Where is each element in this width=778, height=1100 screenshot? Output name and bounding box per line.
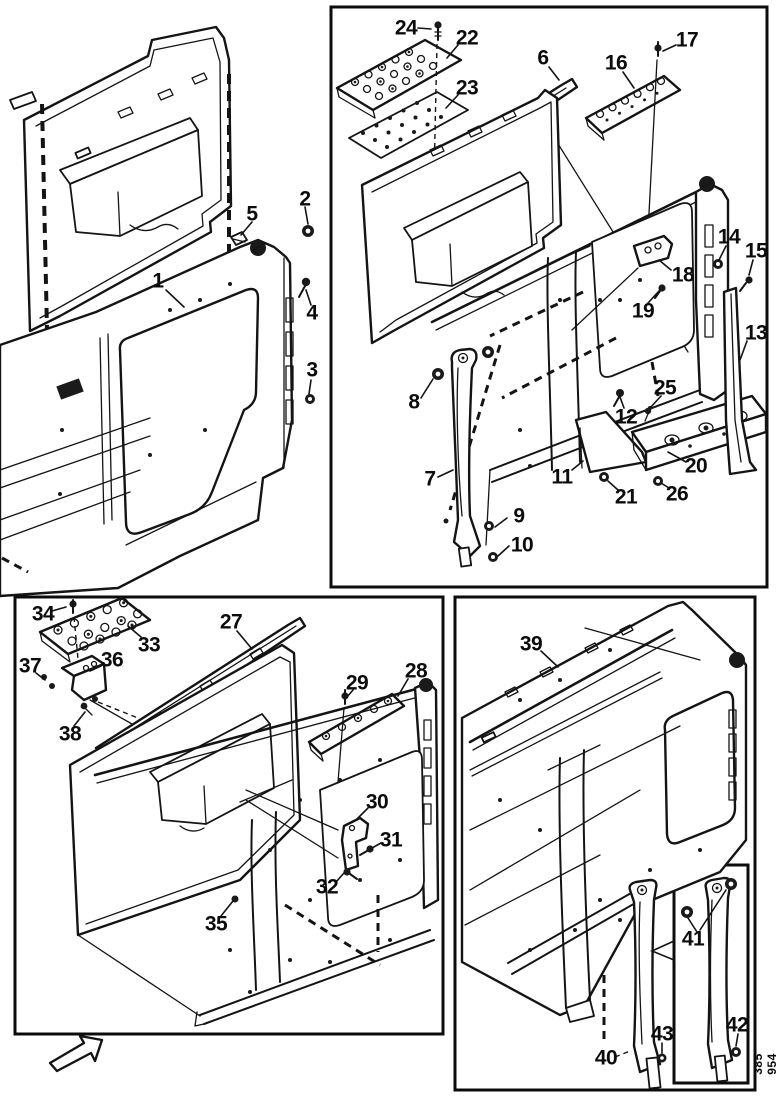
callout-5: 5 xyxy=(246,202,258,226)
inset-strut xyxy=(649,876,737,1083)
callout-30: 30 xyxy=(365,790,389,814)
frame-bottom-left-box xyxy=(13,595,445,1036)
callout-39: 39 xyxy=(519,632,543,656)
side-wall-39 xyxy=(460,600,748,1023)
bolt-12 xyxy=(613,389,624,407)
callout-3: 3 xyxy=(306,358,318,382)
nut-10 xyxy=(488,552,498,562)
callout-16: 16 xyxy=(604,51,628,75)
pillar-trim-13 xyxy=(722,286,758,476)
callout-18: 18 xyxy=(671,263,695,287)
callout-9: 9 xyxy=(513,504,525,528)
bottom-left-assembly xyxy=(35,596,440,1027)
nut-21 xyxy=(599,472,609,482)
bracket-30 xyxy=(245,789,370,872)
rivets-37 xyxy=(41,674,55,689)
perforated-plate-22 xyxy=(335,38,463,119)
callout-28: 28 xyxy=(404,659,428,683)
perforated-plate-33 xyxy=(38,596,152,663)
top-right-assembly xyxy=(335,21,768,568)
callout-27: 27 xyxy=(219,610,243,634)
nut-8 xyxy=(432,346,494,380)
clip-5 xyxy=(230,231,248,246)
nut-26 xyxy=(653,476,663,486)
nut-42 xyxy=(731,1047,741,1057)
callout-11: 11 xyxy=(551,465,573,489)
callout-24: 24 xyxy=(394,16,418,40)
drawing-number: 385 954 xyxy=(751,1053,778,1075)
callout-42: 42 xyxy=(725,1013,749,1037)
trim-panel-tr xyxy=(360,88,563,345)
bracket-strip-16 xyxy=(584,74,682,141)
screw-34 xyxy=(69,599,81,681)
callout-25: 25 xyxy=(653,376,677,400)
callout-17: 17 xyxy=(675,28,699,52)
bolt-19 xyxy=(654,284,666,299)
frame-top-right-box xyxy=(329,5,769,589)
callout-14: 14 xyxy=(717,225,741,249)
callout-38: 38 xyxy=(58,722,82,746)
callout-32: 32 xyxy=(315,875,339,899)
direction-arrow-icon xyxy=(48,1034,104,1073)
callout-15: 15 xyxy=(744,239,768,263)
callout-4: 4 xyxy=(306,301,318,325)
screw-15 xyxy=(739,276,753,292)
nut-14 xyxy=(713,259,723,269)
callout-26: 26 xyxy=(665,482,689,506)
callout-33: 33 xyxy=(137,633,161,657)
nut-43 xyxy=(657,1053,667,1063)
callout-29: 29 xyxy=(345,671,369,695)
callout-10: 10 xyxy=(510,533,534,557)
trim-panel-bl xyxy=(68,643,302,937)
nut-9 xyxy=(484,521,494,531)
callout-35: 35 xyxy=(204,912,228,936)
bottom-right-assembly xyxy=(460,600,748,1090)
top-left-assembly xyxy=(0,25,315,598)
side-frame-bl xyxy=(77,678,440,1027)
callout-43: 43 xyxy=(650,1022,674,1046)
callout-31: 31 xyxy=(379,828,403,852)
nut-3 xyxy=(305,394,315,404)
callout-2: 2 xyxy=(299,187,311,211)
callout-34: 34 xyxy=(31,602,55,626)
callout-13: 13 xyxy=(744,321,768,345)
bracket-36 xyxy=(60,654,139,725)
frame-bottom-right-box xyxy=(453,595,757,1092)
trim-bracket-11 xyxy=(574,410,648,474)
bolts-38 xyxy=(80,696,98,716)
callout-23: 23 xyxy=(455,76,479,100)
bracket-strip-28 xyxy=(307,692,406,762)
callout-1: 1 xyxy=(152,269,164,293)
callout-37: 37 xyxy=(18,654,42,678)
screw-25 xyxy=(644,407,652,422)
callout-6: 6 xyxy=(537,46,549,70)
callout-12: 12 xyxy=(614,405,638,429)
nut-2 xyxy=(302,225,314,237)
callout-22: 22 xyxy=(455,26,479,50)
perforated-plate-23 xyxy=(348,91,469,159)
callout-20: 20 xyxy=(684,454,708,478)
callout-41: 41 xyxy=(681,927,705,951)
pillar-strut-7 xyxy=(450,347,482,568)
pillar-strut-40 xyxy=(602,878,662,1090)
callout-21: 21 xyxy=(614,485,638,509)
callout-36: 36 xyxy=(100,648,124,672)
screw-4 xyxy=(298,277,311,298)
callout-40: 40 xyxy=(594,1046,618,1070)
callout-8: 8 xyxy=(408,390,420,414)
bolt-32 xyxy=(343,868,358,880)
callout-19: 19 xyxy=(631,299,655,323)
callout-7: 7 xyxy=(424,467,436,491)
bracket-18 xyxy=(571,234,674,331)
